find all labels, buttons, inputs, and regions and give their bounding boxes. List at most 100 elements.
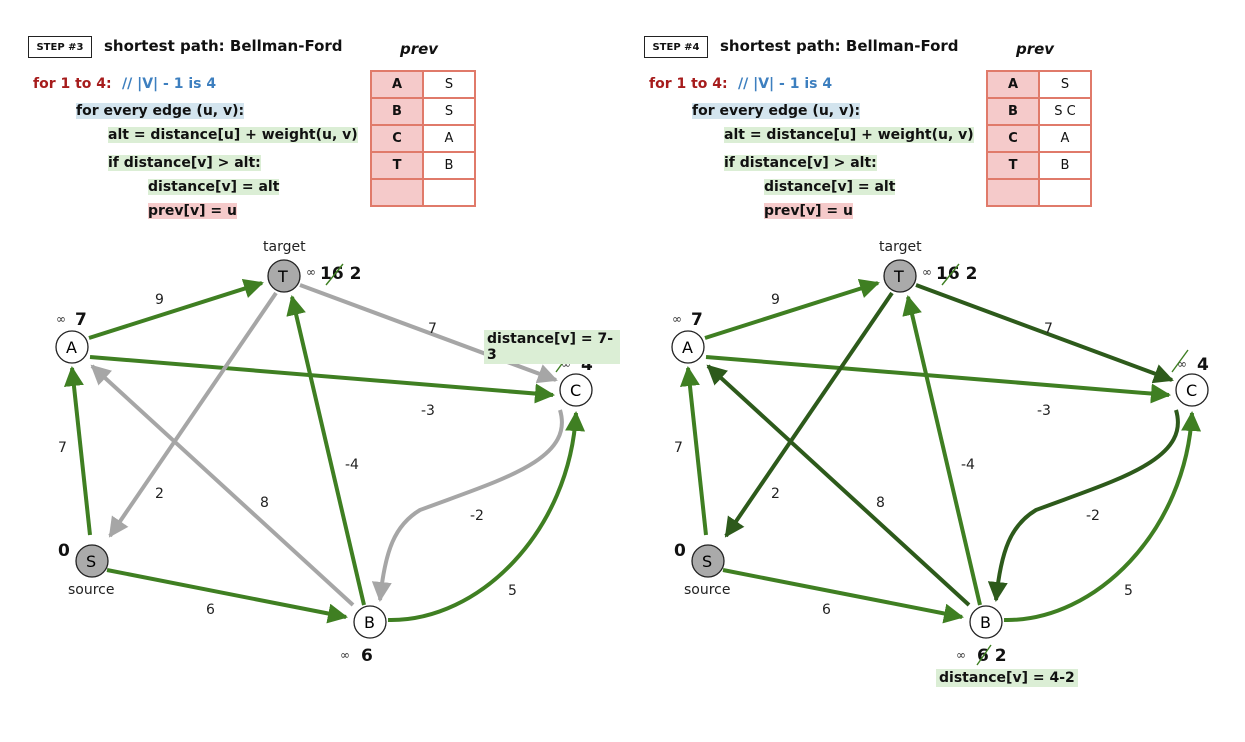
strike-b: ∞ bbox=[956, 648, 966, 662]
svg-text:T: T bbox=[277, 267, 288, 286]
edge-a-t bbox=[704, 278, 880, 340]
svg-text:S: S bbox=[86, 552, 96, 571]
prev-value: S bbox=[422, 97, 476, 126]
target-label: target bbox=[263, 239, 306, 255]
prev-value bbox=[422, 178, 476, 207]
svg-text:B: B bbox=[364, 613, 375, 632]
node-s: S bbox=[75, 544, 109, 578]
edge-weight-a-c: -3 bbox=[421, 403, 435, 419]
prev-key: B bbox=[986, 97, 1040, 126]
svg-text:A: A bbox=[682, 338, 693, 357]
strike-a: ∞ bbox=[672, 312, 682, 326]
update-note: distance[v] = 4-2 bbox=[936, 669, 1078, 687]
node-t: T bbox=[267, 259, 301, 293]
prev-key: T bbox=[986, 151, 1040, 180]
code-if: if distance[v] > alt: bbox=[724, 155, 877, 171]
code-if: if distance[v] > alt: bbox=[108, 155, 261, 171]
distance-b: 6 bbox=[361, 646, 373, 666]
prev-value bbox=[1038, 178, 1092, 207]
edge-weight-b-c: 5 bbox=[508, 583, 517, 599]
prev-table-title: prev bbox=[1016, 40, 1055, 58]
source-label: source bbox=[684, 582, 731, 598]
step-badge: STEP #4 bbox=[644, 36, 708, 58]
edge-weight-t-s: 2 bbox=[771, 486, 780, 502]
prev-value: S C bbox=[1038, 97, 1092, 126]
edge-t-c bbox=[299, 283, 558, 384]
distance-a: 7 bbox=[75, 310, 87, 330]
node-b: B bbox=[969, 605, 1003, 639]
distance-b: 6 2 bbox=[977, 646, 1007, 666]
edge-weight-a-t: 9 bbox=[771, 292, 780, 308]
edge-weight-b-a: 8 bbox=[876, 495, 885, 511]
svg-text:T: T bbox=[893, 267, 904, 286]
target-label: target bbox=[879, 239, 922, 255]
panel-title: shortest path: Bellman-Ford bbox=[104, 37, 343, 55]
distance-s: 0 bbox=[674, 541, 686, 561]
svg-text:C: C bbox=[570, 381, 581, 400]
edge-b-t bbox=[286, 295, 366, 606]
edge-weight-t-s: 2 bbox=[155, 486, 164, 502]
panel-step-4: STEP #4 shortest path: Bellman-Ford for … bbox=[616, 0, 1236, 742]
code-comment: // |V| - 1 is 4 bbox=[738, 76, 833, 92]
code-assign: distance[v] = alt bbox=[764, 179, 896, 195]
strike-t: ∞ bbox=[922, 265, 932, 279]
code-alt: alt = distance[u] + weight(u, v) bbox=[724, 127, 974, 143]
table-row bbox=[370, 178, 476, 207]
prev-key: A bbox=[986, 70, 1040, 99]
panel-title: shortest path: Bellman-Ford bbox=[720, 37, 959, 55]
code-prev: prev[v] = u bbox=[148, 203, 237, 219]
node-a: A bbox=[55, 330, 89, 364]
edge-weight-a-t: 9 bbox=[155, 292, 164, 308]
edge-b-a bbox=[706, 364, 971, 607]
edge-c-b bbox=[371, 409, 564, 602]
strike-c: ∞ bbox=[1177, 357, 1187, 371]
edge-s-b bbox=[106, 568, 348, 624]
code-loop: for 1 to 4: bbox=[33, 76, 112, 92]
prev-key: C bbox=[370, 124, 424, 153]
edge-b-c bbox=[387, 411, 586, 623]
edge-weight-t-c: 7 bbox=[1044, 321, 1053, 337]
edge-a-c bbox=[89, 355, 555, 404]
edge-t-s bbox=[108, 291, 278, 538]
prev-key: C bbox=[986, 124, 1040, 153]
prev-key: T bbox=[370, 151, 424, 180]
graph-diagram: 9 7 7 -3 2 8 -4 -2 6 5 T A C S B target … bbox=[55, 239, 593, 666]
edge-s-a bbox=[679, 366, 708, 536]
edge-weight-s-a: 7 bbox=[674, 440, 683, 456]
code-loop: for 1 to 4: bbox=[649, 76, 728, 92]
strike-a: ∞ bbox=[56, 312, 66, 326]
edge-weight-c-b: -2 bbox=[470, 508, 484, 524]
step-badge: STEP #3 bbox=[28, 36, 92, 58]
node-c: C bbox=[1175, 373, 1209, 407]
edge-weight-b-t: -4 bbox=[961, 457, 975, 473]
strike-line bbox=[1171, 349, 1189, 373]
code-for-edge: for every edge (u, v): bbox=[692, 103, 861, 119]
prev-key bbox=[370, 178, 424, 207]
prev-key bbox=[986, 178, 1040, 207]
distance-a: 7 bbox=[691, 310, 703, 330]
prev-value: A bbox=[422, 124, 476, 153]
code-for-edge: for every edge (u, v): bbox=[76, 103, 245, 119]
code-assign: distance[v] = alt bbox=[148, 179, 280, 195]
panel-step-3: STEP #3 shortest path: Bellman-Ford for … bbox=[0, 0, 620, 742]
edge-b-t bbox=[902, 295, 982, 606]
edge-t-c bbox=[915, 283, 1174, 384]
node-s: S bbox=[691, 544, 725, 578]
prev-key: A bbox=[370, 70, 424, 99]
edge-weight-a-c: -3 bbox=[1037, 403, 1051, 419]
prev-value: A bbox=[1038, 124, 1092, 153]
distance-c: 4 bbox=[1197, 355, 1209, 375]
svg-text:A: A bbox=[66, 338, 77, 357]
strike-b: ∞ bbox=[340, 648, 350, 662]
edge-weight-b-c: 5 bbox=[1124, 583, 1133, 599]
edge-a-c bbox=[705, 355, 1171, 404]
edge-t-s bbox=[724, 291, 894, 538]
edge-weight-s-a: 7 bbox=[58, 440, 67, 456]
node-a: A bbox=[671, 330, 705, 364]
code-alt: alt = distance[u] + weight(u, v) bbox=[108, 127, 358, 143]
source-label: source bbox=[68, 582, 115, 598]
